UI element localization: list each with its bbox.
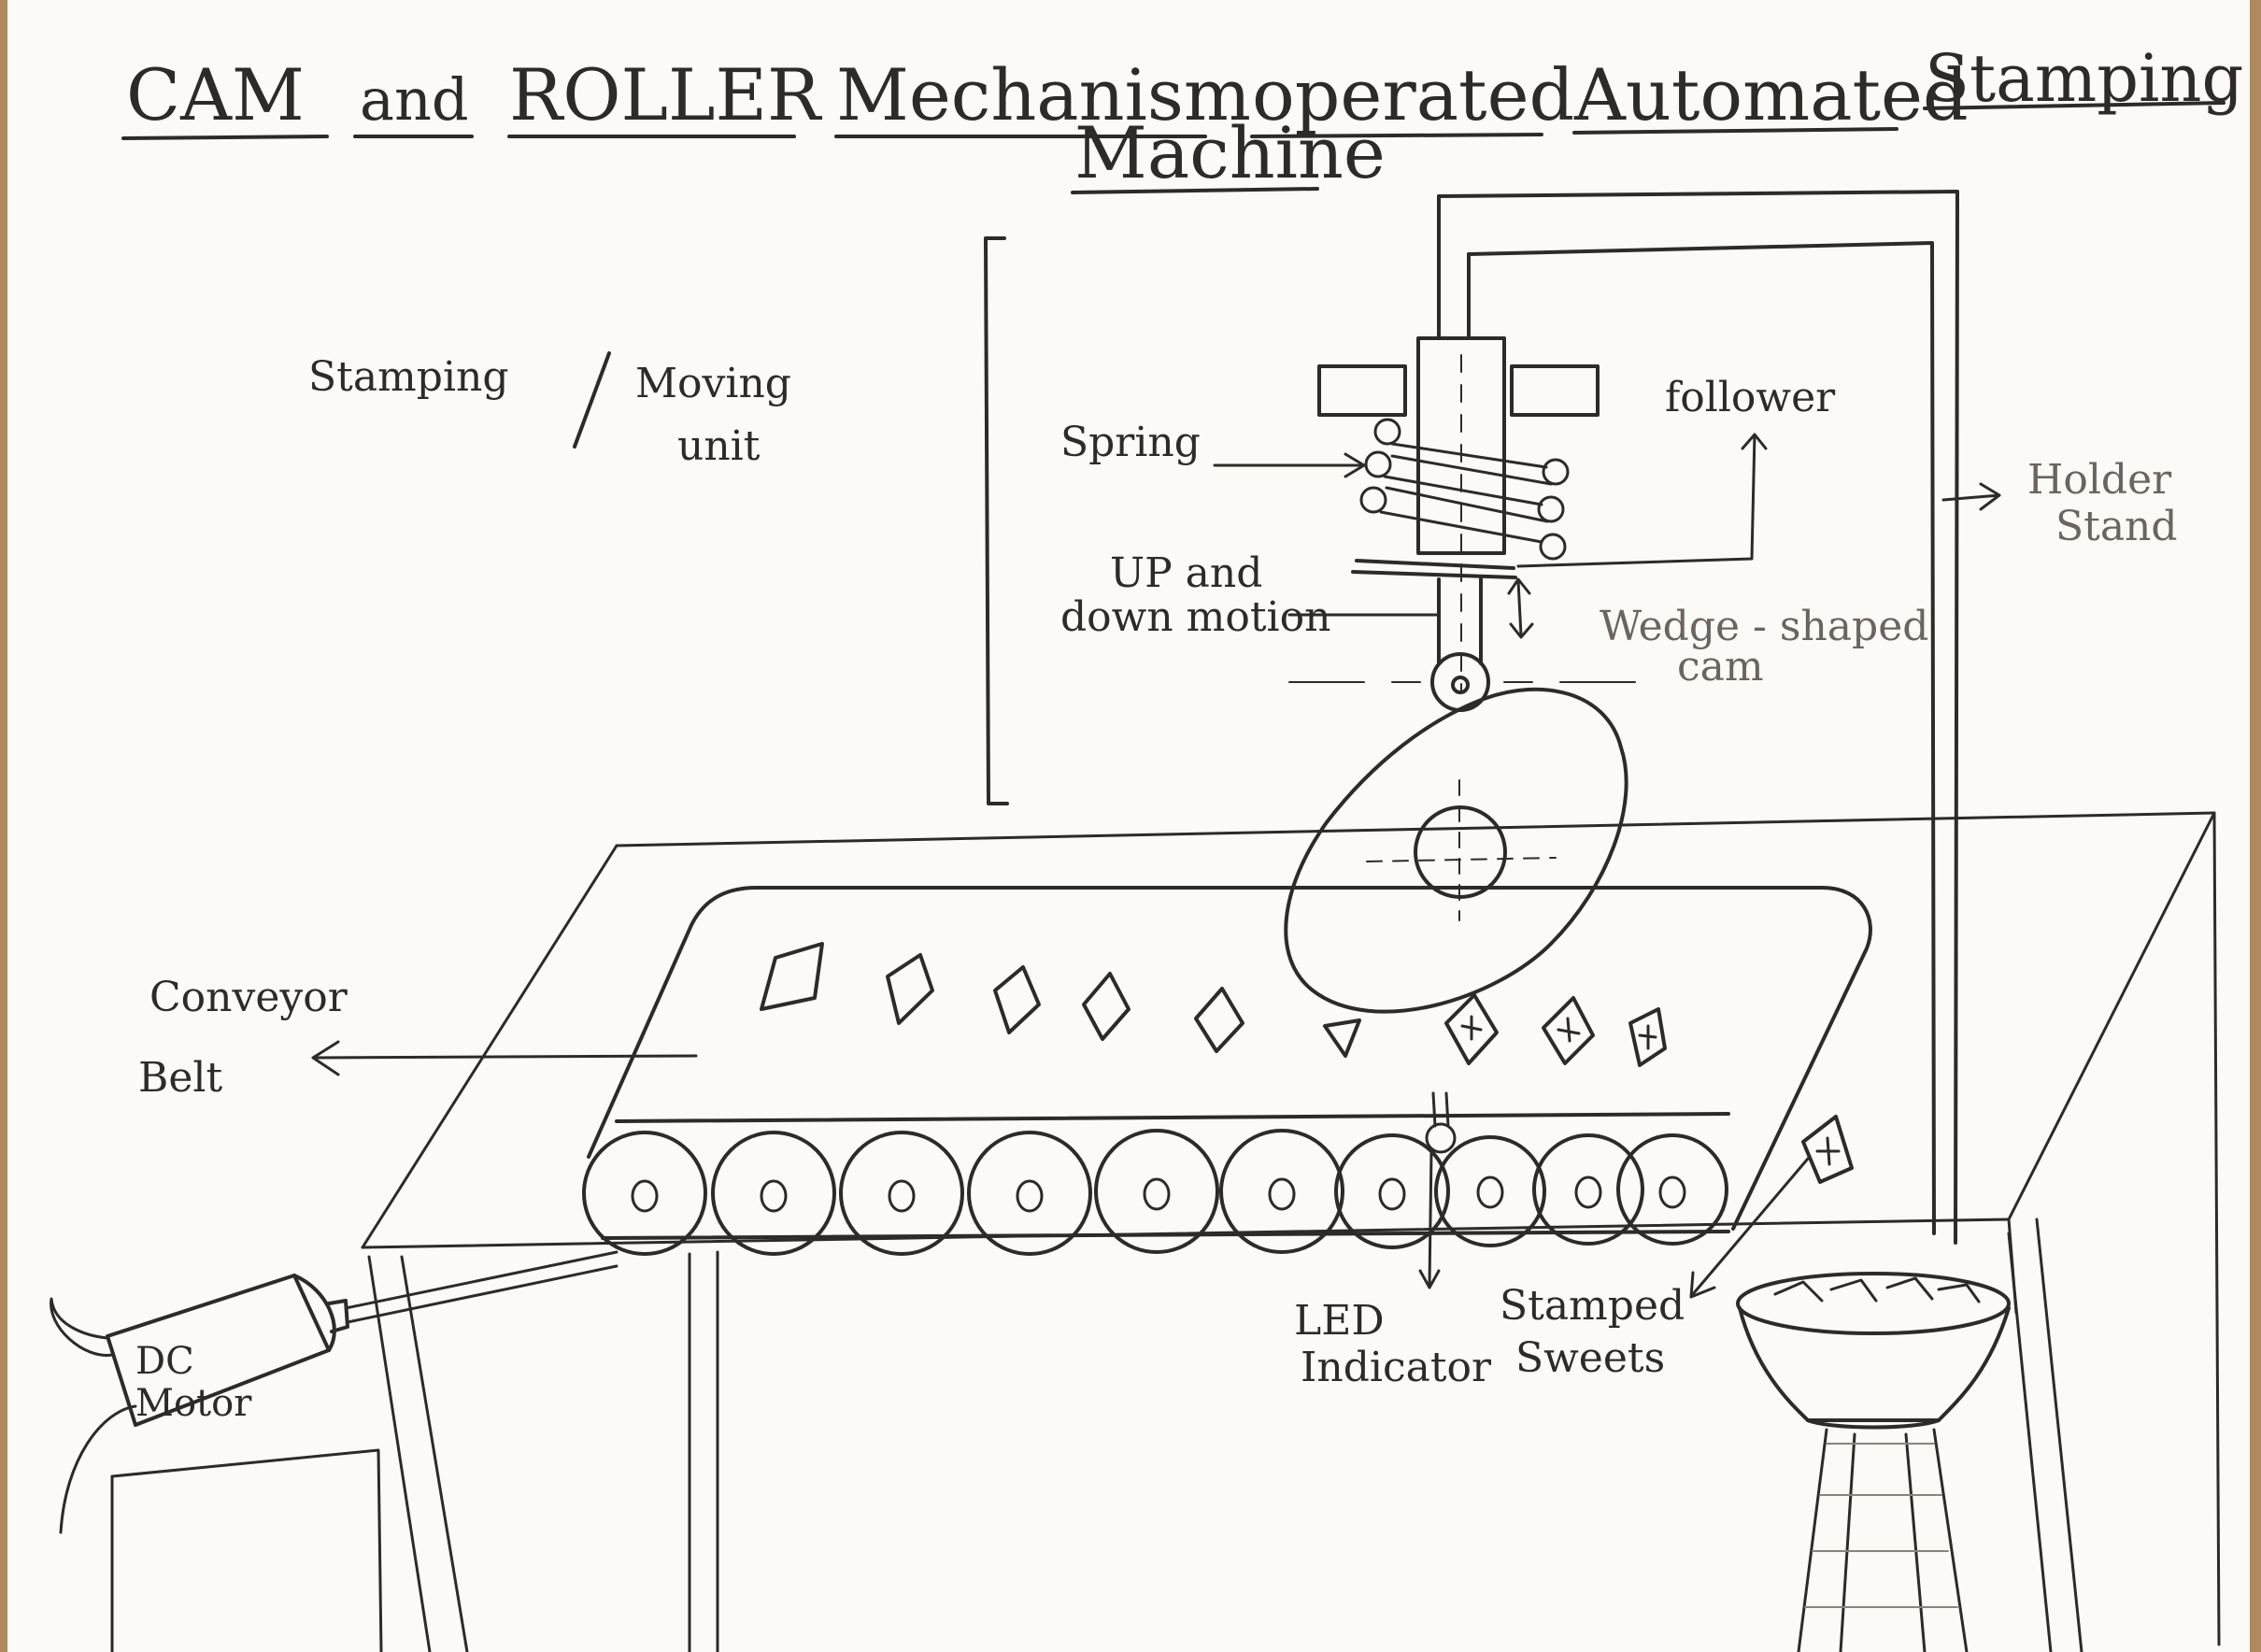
label-led: LED xyxy=(1294,1297,1385,1345)
label-cam-1: Wedge - shaped xyxy=(1600,603,1928,650)
label-stamped: Stamped xyxy=(1500,1282,1685,1330)
label-unit: unit xyxy=(677,422,761,470)
label-indicator: Indicator xyxy=(1301,1344,1492,1391)
title-word-machine: Machine xyxy=(1074,111,1386,194)
label-motor: Motor xyxy=(135,1382,252,1425)
label-cam-2: cam xyxy=(1677,643,1764,691)
label-moving: Moving xyxy=(635,360,791,407)
paper-background xyxy=(7,0,2250,1652)
label-holder: Holder xyxy=(2027,456,2172,504)
label-spring: Spring xyxy=(1060,419,1201,466)
label-stand: Stand xyxy=(2055,503,2178,550)
title-word-automated: Automated xyxy=(1573,53,1969,136)
title-word-cam: CAM xyxy=(126,53,305,136)
title-word-and: and xyxy=(360,65,469,134)
label-updown-1: UP and xyxy=(1110,549,1262,597)
label-follower: follower xyxy=(1665,374,1836,421)
label-conveyor: Conveyor xyxy=(149,974,348,1021)
label-dc: DC xyxy=(135,1340,194,1383)
title-word-roller: ROLLER xyxy=(509,53,823,136)
label-stamping: Stamping xyxy=(308,353,509,401)
label-updown-2: down motion xyxy=(1060,593,1330,641)
label-belt: Belt xyxy=(138,1054,222,1102)
label-sweets: Sweets xyxy=(1515,1334,1665,1382)
